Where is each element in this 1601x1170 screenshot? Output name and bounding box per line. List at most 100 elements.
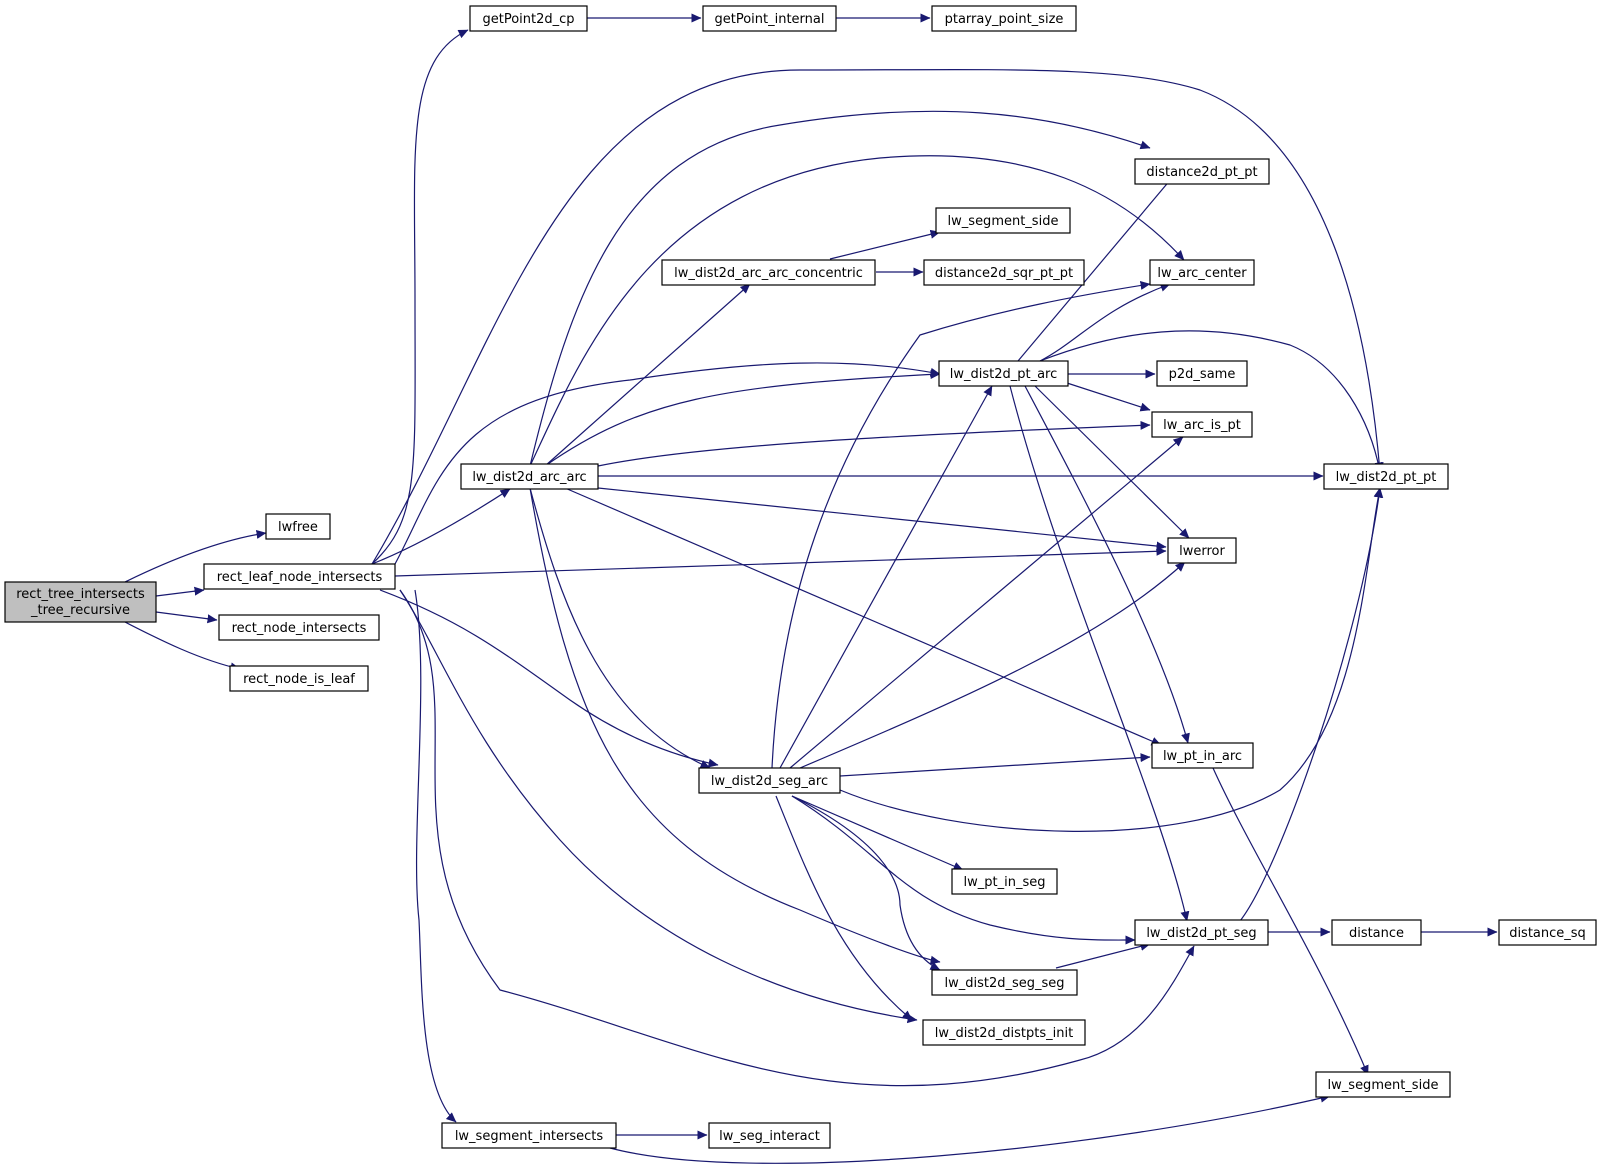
edge-seg-arc-lwerror: [799, 561, 1186, 769]
edge-pt-arc-lw-pt-in-arc: [1024, 385, 1190, 744]
node-label: ptarray_point_size: [945, 12, 1064, 27]
node-distance[interactable]: distance: [1331, 919, 1422, 946]
edge-seg-arc-lw-dist2d-pt-seg: [791, 795, 1136, 945]
node-rect-node-intersects[interactable]: rect_node_intersects: [218, 614, 380, 641]
node-label: lw_arc_is_pt: [1163, 418, 1241, 433]
edge-pt-arc-lw-dist2d-pt-pt: [1039, 330, 1383, 473]
node-label: rect_node_intersects: [232, 621, 367, 636]
edge-leaf-lwerror: [394, 546, 1167, 577]
node-lw-seg-interact[interactable]: lw_seg_interact: [708, 1122, 831, 1149]
edge-arc-arc-lw-dist2d-pt-arc: [544, 369, 941, 467]
node-label: distance2d_pt_pt: [1146, 165, 1257, 180]
node-lw-dist2d-pt-pt[interactable]: lw_dist2d_pt_pt: [1323, 463, 1449, 490]
edge-arc-arc-lw-dist2d-seg-arc: [529, 487, 711, 769]
node-rect-tree-intersects-tree-recursive[interactable]: rect_tree_intersects _tree_recursive: [4, 581, 157, 623]
edge-leaf-lw-dist2d-seg-arc: [379, 589, 719, 768]
edge-leaf-lw-dist2d-distpts-init: [399, 589, 918, 1024]
node-label: lw_dist2d_pt_pt: [1336, 470, 1437, 485]
edge-leaf-lw-dist2d-pt-seg: [399, 589, 1195, 1087]
edge-seg-arc-lw-dist2d-pt-pt: [839, 487, 1383, 832]
node-distance2d-pt-pt[interactable]: distance2d_pt_pt: [1134, 158, 1270, 185]
edge-root-rect-leaf-node-intersects: [155, 586, 205, 597]
node-label: lw_dist2d_arc_arc_concentric: [674, 266, 863, 281]
node-lwfree[interactable]: lwfree: [265, 513, 331, 540]
edge-seg-arc-lw-dist2d-distpts-init: [775, 795, 913, 1021]
node-lw-dist2d-pt-seg[interactable]: lw_dist2d_pt_seg: [1134, 919, 1269, 946]
node-label: lw_dist2d_seg_seg: [944, 976, 1064, 991]
node-label: p2d_same: [1169, 367, 1236, 382]
node-lw-dist2d-seg-arc[interactable]: lw_dist2d_seg_arc: [698, 767, 841, 794]
node-lw-arc-is-pt[interactable]: lw_arc_is_pt: [1151, 411, 1253, 438]
node-label: lw_dist2d_pt_arc: [950, 367, 1058, 382]
edge-pt-arc-distance2d-pt-pt: [1017, 159, 1188, 362]
node-rect-node-is-leaf[interactable]: rect_node_is_leaf: [229, 665, 369, 692]
function-nodes: rect_tree_intersects _tree_recursive lwf…: [4, 5, 1597, 1149]
edge-arc-arc-lw-arc-is-pt: [597, 420, 1151, 467]
node-lw-segment-side-bottom[interactable]: lw_segment_side: [1315, 1071, 1451, 1098]
node-label: lw_seg_interact: [719, 1129, 820, 1144]
node-label: lw_pt_in_seg: [964, 875, 1046, 890]
node-distance-sq[interactable]: distance_sq: [1498, 919, 1597, 946]
edge-leaf-getpoint2d-cp: [371, 29, 469, 565]
edge-pt-arc-lw-arc-is-pt: [1066, 382, 1151, 412]
edge-pt-arc-lw-arc-center: [1039, 283, 1171, 362]
node-lw-segment-side-top[interactable]: lw_segment_side: [935, 207, 1071, 234]
edge-seg-arc-lw-dist2d-pt-arc: [779, 385, 993, 769]
edge-leaf-lw-dist2d-pt-arc: [394, 362, 941, 565]
node-label: lw_dist2d_seg_arc: [711, 774, 828, 789]
node-distance2d-sqr-pt-pt[interactable]: distance2d_sqr_pt_pt: [923, 259, 1085, 286]
edge-seg-arc-lw-arc-center: [771, 281, 1151, 769]
node-label: getPoint2d_cp: [482, 12, 574, 27]
edge-leaf-lw-segment-intersects: [414, 589, 457, 1123]
node-label: distance: [1349, 926, 1404, 941]
edge-arc-arc-lw-pt-in-arc: [564, 487, 1162, 746]
node-label: rect_leaf_node_intersects: [217, 570, 383, 585]
node-lw-dist2d-distpts-init[interactable]: lw_dist2d_distpts_init: [922, 1019, 1086, 1046]
node-label: lw_dist2d_pt_seg: [1146, 926, 1256, 941]
edge-root-lwfree: [124, 529, 267, 583]
node-label: lwfree: [278, 520, 318, 535]
edge-seg-arc-lw-pt-in-arc: [839, 753, 1151, 777]
node-label: lwerror: [1179, 544, 1225, 559]
edge-seg-arc-lw-dist2d-seg-seg: [791, 795, 941, 971]
node-getpoint-internal[interactable]: getPoint_internal: [702, 5, 837, 32]
node-label: lw_arc_center: [1157, 266, 1247, 281]
node-label: rect_node_is_leaf: [243, 672, 355, 687]
edge-leaf-lw-dist2d-arc-arc: [371, 488, 511, 565]
node-rect-leaf-node-intersects[interactable]: rect_leaf_node_intersects: [203, 563, 396, 590]
node-lwerror[interactable]: lwerror: [1167, 537, 1237, 564]
node-lw-pt-in-arc[interactable]: lw_pt_in_arc: [1151, 742, 1254, 769]
node-label: lw_dist2d_distpts_init: [935, 1026, 1073, 1041]
edge-lw-segment-intersects-lw-segment-side: [609, 1093, 1331, 1164]
edge-arc-arc-lw-dist2d-seg-seg: [529, 487, 941, 965]
node-lw-dist2d-seg-seg[interactable]: lw_dist2d_seg_seg: [931, 969, 1078, 996]
edge-arc-arc-concentric: [544, 283, 751, 467]
node-ptarray-point-size[interactable]: ptarray_point_size: [931, 5, 1077, 32]
node-label-line-1: rect_tree_intersects: [16, 587, 145, 602]
node-label: lw_segment_side: [1328, 1078, 1439, 1093]
node-lw-dist2d-arc-arc[interactable]: lw_dist2d_arc_arc: [460, 463, 599, 490]
edge-lw-dist2d-pt-seg-lw-dist2d-pt-pt: [1239, 487, 1384, 922]
node-lw-pt-in-seg[interactable]: lw_pt_in_seg: [951, 868, 1058, 895]
edge-pt-arc-lw-dist2d-pt-seg: [1009, 385, 1190, 922]
call-edges: [124, 13, 1498, 1164]
node-label: lw_pt_in_arc: [1163, 749, 1242, 764]
node-label: distance2d_sqr_pt_pt: [935, 266, 1073, 281]
edge-arc-arc-lwerror: [597, 487, 1167, 551]
edge-seg-arc-lw-pt-in-seg: [791, 795, 964, 871]
node-lw-segment-intersects[interactable]: lw_segment_intersects: [441, 1122, 617, 1149]
node-lw-arc-center[interactable]: lw_arc_center: [1149, 259, 1255, 286]
node-p2d-same[interactable]: p2d_same: [1156, 360, 1248, 387]
node-lw-dist2d-pt-arc[interactable]: lw_dist2d_pt_arc: [938, 360, 1069, 387]
edge-leaf-lw-dist2d-pt-pt-top: [371, 68, 1384, 565]
node-label-line-2: _tree_recursive: [30, 603, 130, 618]
node-label: distance_sq: [1509, 926, 1586, 941]
node-lw-dist2d-arc-arc-concentric[interactable]: lw_dist2d_arc_arc_concentric: [661, 259, 876, 286]
node-getpoint2d-cp[interactable]: getPoint2d_cp: [469, 5, 588, 32]
edge-root-rect-node-is-leaf: [124, 621, 241, 672]
edge-arc-arc-distance2d-pt-pt: [529, 110, 1151, 467]
edge-lw-pt-in-arc-lw-segment-side: [1212, 767, 1369, 1076]
edge-root-rect-node-intersects: [155, 611, 218, 624]
edge-lw-dist2d-seg-seg-lw-dist2d-pt-seg: [1055, 941, 1151, 969]
